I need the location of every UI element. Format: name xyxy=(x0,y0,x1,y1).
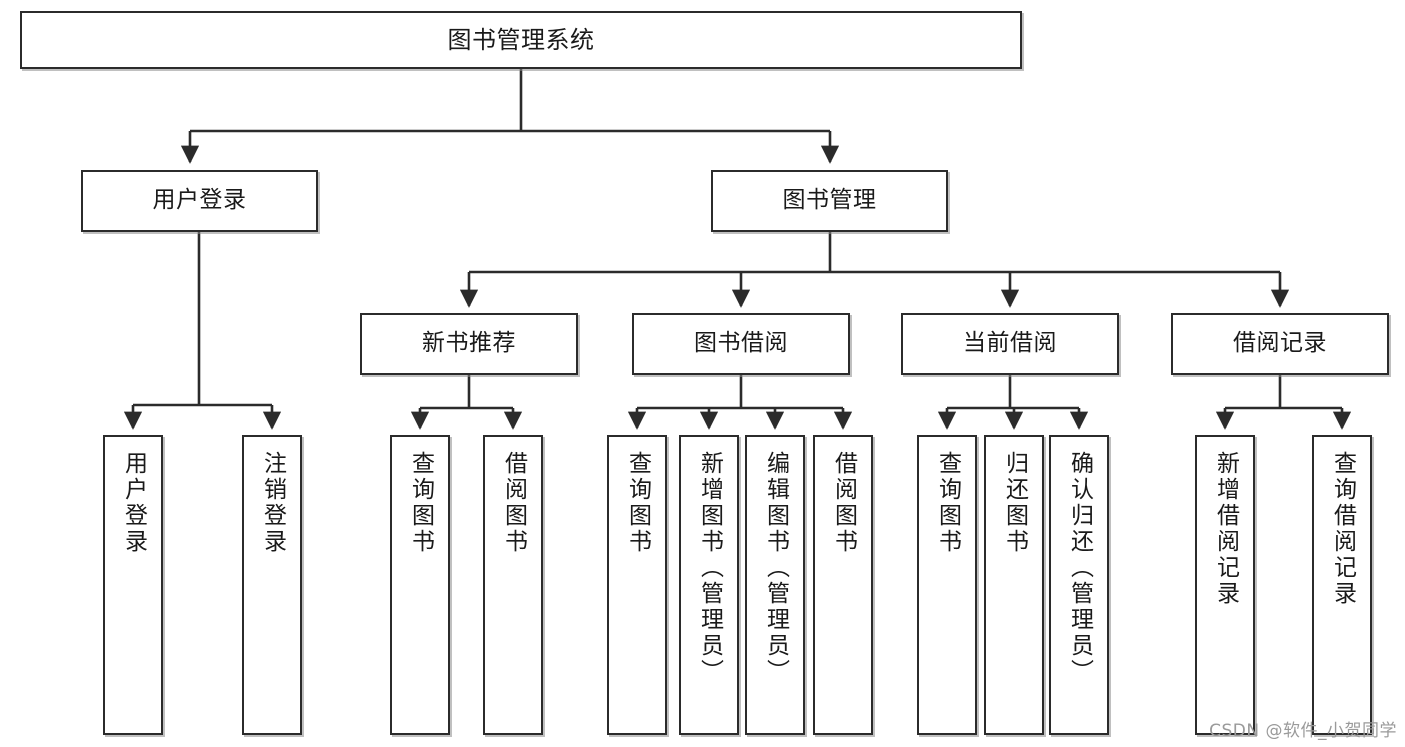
node-root[interactable]: 图书管理系统 xyxy=(20,11,1022,69)
node-leaf-confirm-return-label: 确认归还（管理员） xyxy=(1066,451,1093,685)
node-user-login-label: 用户登录 xyxy=(152,187,247,214)
node-leaf-query-book-1[interactable]: 查询图书 xyxy=(390,435,450,735)
node-leaf-borrow-book-1[interactable]: 借阅图书 xyxy=(483,435,543,735)
node-leaf-logout[interactable]: 注销登录 xyxy=(242,435,302,735)
node-leaf-query-book-2[interactable]: 查询图书 xyxy=(607,435,667,735)
node-leaf-borrow-book-1-label: 借阅图书 xyxy=(500,451,527,555)
node-user-login[interactable]: 用户登录 xyxy=(81,170,318,232)
node-leaf-query-book-3[interactable]: 查询图书 xyxy=(917,435,977,735)
node-leaf-borrow-book-2[interactable]: 借阅图书 xyxy=(813,435,873,735)
node-leaf-query-record-label: 查询借阅记录 xyxy=(1329,451,1356,607)
node-leaf-add-record[interactable]: 新增借阅记录 xyxy=(1195,435,1255,735)
node-leaf-edit-book[interactable]: 编辑图书（管理员） xyxy=(745,435,805,735)
node-leaf-user-login-label: 用户登录 xyxy=(120,451,147,555)
node-leaf-return-book-label: 归还图书 xyxy=(1001,451,1028,555)
node-leaf-add-book[interactable]: 新增图书（管理员） xyxy=(679,435,739,735)
node-root-label: 图书管理系统 xyxy=(447,25,595,54)
node-borrow-record-label: 借阅记录 xyxy=(1233,330,1327,357)
node-current-borrow[interactable]: 当前借阅 xyxy=(901,313,1119,375)
node-leaf-logout-label: 注销登录 xyxy=(259,451,286,555)
node-leaf-edit-book-label: 编辑图书（管理员） xyxy=(762,451,789,685)
node-book-borrow-label: 图书借阅 xyxy=(694,330,788,357)
watermark: CSDN @软件_小贺同学 xyxy=(1209,721,1397,741)
node-leaf-borrow-book-2-label: 借阅图书 xyxy=(830,451,857,555)
node-leaf-query-record[interactable]: 查询借阅记录 xyxy=(1312,435,1372,735)
node-leaf-user-login[interactable]: 用户登录 xyxy=(103,435,163,735)
node-leaf-query-book-3-label: 查询图书 xyxy=(934,451,961,555)
node-new-book-recommend[interactable]: 新书推荐 xyxy=(360,313,578,375)
node-leaf-confirm-return[interactable]: 确认归还（管理员） xyxy=(1049,435,1109,735)
node-leaf-add-record-label: 新增借阅记录 xyxy=(1212,451,1239,607)
node-borrow-record[interactable]: 借阅记录 xyxy=(1171,313,1389,375)
node-book-manage-label: 图书管理 xyxy=(782,187,877,214)
node-current-borrow-label: 当前借阅 xyxy=(963,330,1057,357)
node-leaf-query-book-2-label: 查询图书 xyxy=(624,451,651,555)
node-new-book-recommend-label: 新书推荐 xyxy=(422,330,516,357)
node-leaf-query-book-1-label: 查询图书 xyxy=(407,451,434,555)
node-leaf-return-book[interactable]: 归还图书 xyxy=(984,435,1044,735)
node-leaf-add-book-label: 新增图书（管理员） xyxy=(696,451,723,685)
node-book-borrow[interactable]: 图书借阅 xyxy=(632,313,850,375)
node-book-manage[interactable]: 图书管理 xyxy=(711,170,948,232)
